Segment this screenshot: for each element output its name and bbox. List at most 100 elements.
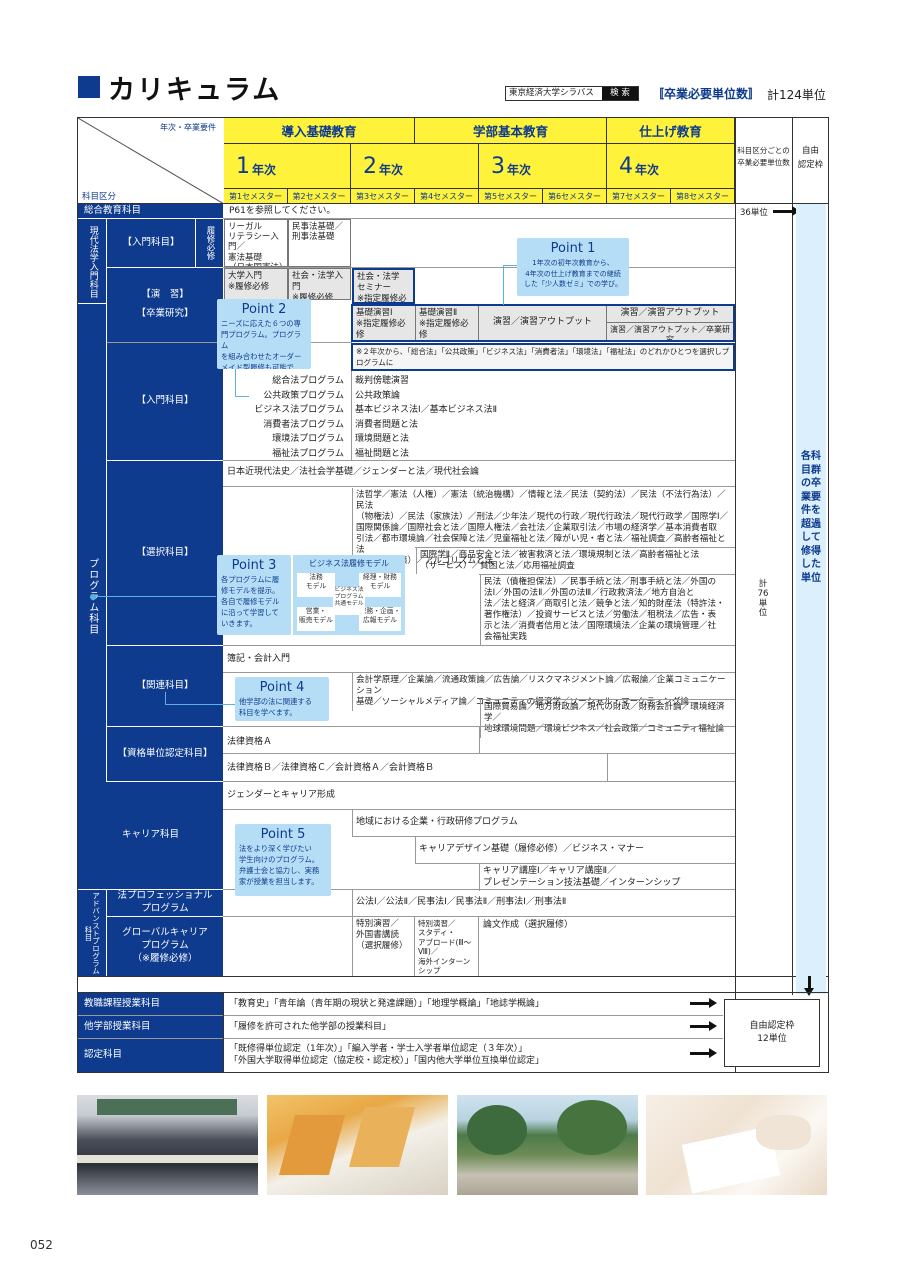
- career-label: キャリア科目: [78, 782, 223, 889]
- syllabus-search[interactable]: 東京経済大学シラバス 検 索: [505, 86, 639, 101]
- career-1: ジェンダーとキャリア形成: [227, 790, 336, 800]
- general-edu-label: 総合教育科目: [78, 204, 223, 218]
- over-units-column: [796, 204, 826, 994]
- photo-writing: [646, 1095, 827, 1195]
- intro-cell-2: 民事法基礎／ 刑事法基礎: [288, 219, 351, 267]
- legal-pro-label: 法プロフェッショナル プログラム: [107, 890, 223, 916]
- sem-cell-1: 大学入門 ※履修必修: [224, 268, 288, 300]
- model-sales: 営業・ 販売モデル: [297, 607, 335, 631]
- teacher-label: 教職課程授業科目: [78, 993, 223, 1015]
- intro-cell-1: リーガル リテラシー入門／ 憲法基礎 （日本国憲法）: [224, 219, 288, 267]
- related-2: 会計学原理／企業論／流通政策論／広告論／リスクマネジメント論／広報論／企業コミュ…: [352, 673, 735, 711]
- advanced-label: アドバンストプログラム科目: [78, 890, 106, 976]
- elective-3: 国際学Ⅱ／商品安全と法／被害救済と法／環境規制と法／高齢者福祉と法 （サービス）…: [416, 548, 735, 574]
- elective-2: 法哲学／憲法（人権）／憲法（統治機構）／情報と法／民法（契約法）／民法（不法行為…: [352, 488, 735, 569]
- cert-content: 「既修得単位認定（1年次）」「編入学者・学士入学者単位認定（３年次）」 「外国大…: [229, 1044, 545, 1067]
- elective-4: 民法（債権担保法）／民事手続と法／刑事手続と法／外国の 法Ⅰ／外国の法Ⅱ／外国の…: [480, 575, 735, 645]
- related-1: 簿記・会計入門: [227, 654, 291, 664]
- stage-intro: 導入基礎教育: [224, 118, 415, 144]
- global-3: 論文作成（選択履修）: [483, 920, 574, 930]
- general-units: 36単位: [740, 208, 768, 218]
- global-label: グローバルキャリア プログラム （※履修必修）: [107, 917, 223, 976]
- grad-total: 計124単位: [767, 88, 826, 102]
- col-req-header: 科目区分ごとの 卒業必要単位数: [737, 146, 790, 167]
- sem-cell-2: 社会・法学入門 ※履修必修: [288, 268, 351, 300]
- related-3: 国際貿易論／地方財政論／現代の財政／財務会計論／環境経済学／ 地球環境問題／環境…: [480, 700, 735, 738]
- elective-label: 【選択科目】: [107, 461, 223, 645]
- cert-label: 認定科目: [78, 1039, 223, 1072]
- semester-5: 第5セメスター: [479, 188, 543, 203]
- year-req-label: 年次・卒業要件: [160, 123, 216, 132]
- prog-intro-label: 【入門科目】: [107, 343, 223, 460]
- program-name-3: ビジネス法プログラム: [254, 405, 344, 415]
- title-square-icon: [78, 76, 100, 98]
- required-label: 履修必修: [196, 219, 223, 267]
- page-title: カリキュラム: [108, 75, 282, 106]
- down-arrow: [808, 976, 811, 990]
- global-1: 特別演習／ 外国書講読 （選択履修）: [352, 917, 415, 976]
- sem-cell-7: 演習／演習アウトプット: [607, 306, 733, 323]
- career-4: キャリア講座Ⅰ／キャリア講座Ⅱ／ プレゼンテーション技法基礎／インターンシップ: [479, 864, 735, 892]
- general-note: P61を参照してください。: [229, 206, 336, 216]
- elective-1: 日本近現代法史／法社会学基礎／ジェンダーと法／現代社会論: [227, 467, 480, 477]
- program-subject-4: 消費者問題と法: [355, 419, 419, 430]
- stage-finish: 仕上げ教育: [607, 118, 735, 144]
- arrow-teacher: [690, 998, 717, 1008]
- sem-cell-6: 演習／演習アウトプット: [479, 306, 607, 340]
- photo-lecture-hall: [77, 1095, 258, 1195]
- global-2: 特別演習／ スタディ・ アブロード(Ⅲ〜Ⅷ)／ 海外インターン シップ: [415, 917, 479, 976]
- search-button[interactable]: 検 索: [602, 87, 638, 100]
- semester-6: 第6セメスター: [543, 188, 607, 203]
- career-3: キャリアデザイン基礎（履修必修）／ビジネス・マナー: [415, 837, 735, 863]
- seminar-label: 【演 習】【卒業研究】: [107, 268, 223, 342]
- program-name-1: 総合法プログラム: [272, 376, 344, 386]
- model-common: ビジネス法 プログラム 共通モデル: [333, 587, 365, 615]
- intro-label: 【入門科目】: [107, 219, 195, 267]
- subject-cat-label: 科目区分: [82, 192, 117, 202]
- semester-3: 第3セメスター: [351, 188, 415, 203]
- program-name-4: 消費者法プログラム: [263, 419, 344, 430]
- semester-7: 第7セメスター: [607, 188, 671, 203]
- semester-4: 第4セメスター: [415, 188, 479, 203]
- legal-pro-1: 公法Ⅰ／公法Ⅱ／民事法Ⅰ／民事法Ⅱ／刑事法Ⅰ／刑事法Ⅱ: [352, 890, 735, 916]
- qual-label: 【資格単位認定科目】: [107, 727, 223, 781]
- total-76: 計 76 単 位: [757, 579, 769, 619]
- sem-cell-3: 社会・法学 セミナー ※指定履修必修: [352, 268, 415, 304]
- page-number: 052: [30, 1238, 53, 1252]
- program-dot: [90, 594, 96, 600]
- qual-2: 法律資格Ｂ／法律資格Ｃ／会計資格Ａ／会計資格Ｂ: [227, 763, 435, 773]
- sem-cell-5: 基礎演習Ⅱ ※指定履修必修: [416, 306, 479, 340]
- other-label: 他学部授業科目: [78, 1016, 223, 1038]
- semester-8: 第8セメスター: [671, 188, 735, 203]
- sem-cell-4: 基礎演習Ⅰ ※指定履修必修: [353, 306, 416, 340]
- photo-study-desks: [267, 1095, 448, 1195]
- curriculum-table: [77, 117, 829, 1073]
- free-box: 自由認定枠 12単位: [724, 999, 820, 1067]
- other-content: 「履修を許可された他学部の授業科目」: [229, 1022, 392, 1032]
- stage-basic: 学部基本教育: [415, 118, 607, 144]
- header-diagonal: [78, 118, 224, 204]
- program-subject-1: 裁判傍聴演習: [355, 376, 410, 386]
- program-name-6: 福祉法プログラム: [272, 448, 344, 459]
- biz-model-box: ビジネス法履修モデル 法務 モデル 経理・財務 モデル 営業・ 販売モデル 総務…: [293, 555, 405, 635]
- model-accounting: 経理・財務 モデル: [359, 573, 401, 597]
- qual-1: 法律資格Ａ: [227, 737, 273, 747]
- model-legal: 法務 モデル: [297, 573, 335, 597]
- semester-1: 第1セメスター: [224, 188, 288, 203]
- teacher-content: 「教育史」「青年論（青年期の現状と発達課題）」「地理学概論」「地誌学概論」: [229, 999, 545, 1009]
- syllabus-label: 東京経済大学シラバス: [509, 88, 594, 98]
- modern-law-label: 現代法学入門科目: [78, 219, 106, 303]
- over-units-text: 各科目群の卒業要件を超過して修得した単位: [801, 451, 821, 584]
- related-label: 【関連科目】: [107, 646, 223, 726]
- career-2: 地域における企業・行政研修プログラム: [352, 810, 735, 836]
- grad-req-label: 〚卒業必要単位数〛: [652, 87, 761, 101]
- arrow-general: [773, 206, 800, 216]
